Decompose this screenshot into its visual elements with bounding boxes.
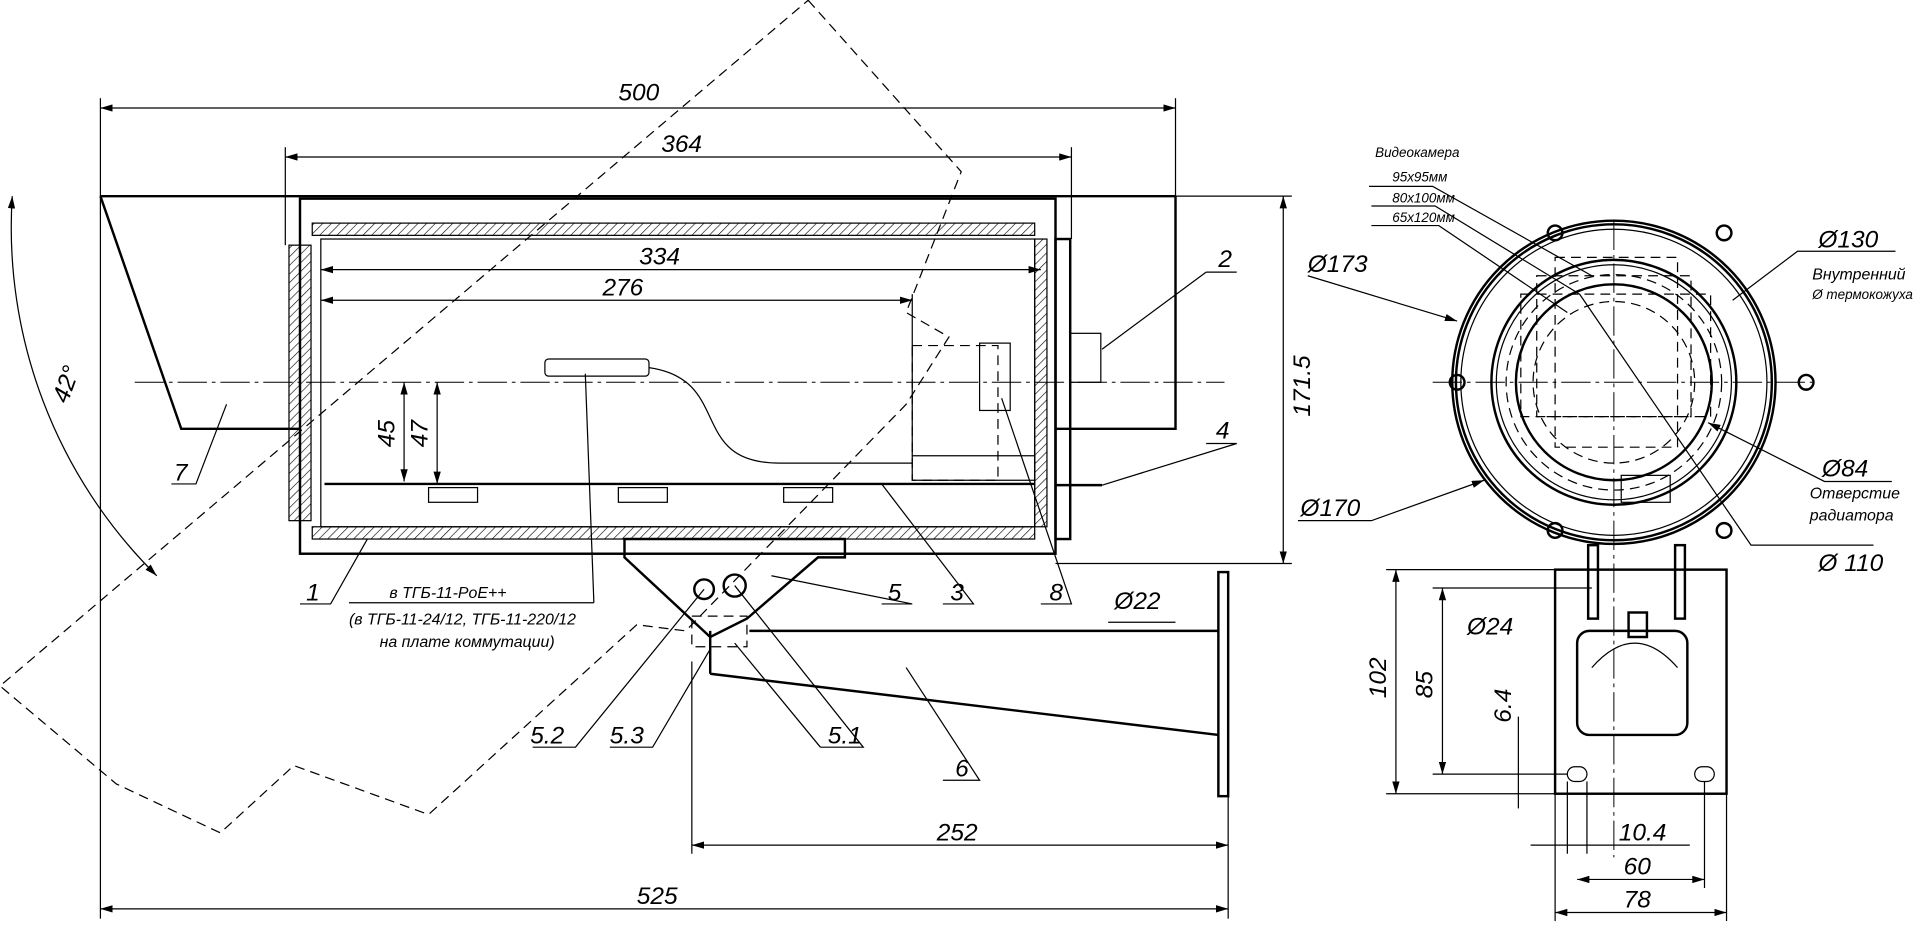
dim-78: 78 — [1624, 887, 1652, 914]
svg-text:5.3: 5.3 — [610, 723, 644, 750]
d130-note-2: Ø термокожуха — [1811, 287, 1913, 302]
svg-text:3: 3 — [950, 579, 964, 606]
svg-text:1: 1 — [306, 579, 320, 606]
dim-6-4: 6.4 — [1490, 689, 1517, 723]
dim-85: 85 — [1412, 671, 1439, 699]
note-line-1: в ТГБ-11-PoE++ — [389, 585, 506, 602]
side-view: 42° 500 364 334 276 171.5 45 47 252 525 … — [0, 0, 1316, 919]
note-line-3: на плате коммутации) — [380, 634, 555, 651]
dim-171-5: 171.5 — [1289, 355, 1316, 417]
dim-d22: Ø22 — [1113, 588, 1161, 615]
camera-size-95: 95x95мм — [1392, 169, 1447, 184]
svg-text:5: 5 — [888, 579, 902, 606]
dim-d84: Ø84 — [1821, 456, 1868, 483]
dim-d130: Ø130 — [1817, 227, 1878, 254]
svg-text:6: 6 — [955, 756, 969, 783]
dim-45: 45 — [373, 420, 400, 448]
dim-d110: Ø 110 — [1817, 550, 1883, 577]
d130-note-1: Внутренний — [1812, 266, 1905, 283]
dim-60: 60 — [1624, 854, 1652, 881]
dim-102: 102 — [1365, 657, 1392, 698]
mount-bracket — [623, 537, 847, 639]
dim-364: 364 — [661, 131, 702, 158]
dim-276: 276 — [601, 274, 643, 301]
dim-500: 500 — [618, 80, 659, 107]
dim-252: 252 — [936, 819, 978, 846]
angle-42: 42° — [48, 362, 86, 406]
callouts: 1 2 3 4 5 5.1 5.2 5.3 6 7 8 — [171, 246, 1237, 783]
svg-text:2: 2 — [1217, 246, 1232, 273]
dim-525: 525 — [637, 883, 678, 910]
front-view: Видеокамера 95x95мм 80x100мм 65x120мм Ø1… — [1297, 145, 1913, 922]
d84-note-2: радиатора — [1809, 508, 1894, 525]
dim-d24: Ø24 — [1466, 614, 1513, 641]
dim-d170: Ø170 — [1299, 495, 1360, 522]
camera-size-80: 80x100мм — [1392, 190, 1455, 205]
svg-text:8: 8 — [1049, 579, 1063, 606]
d84-note-1: Отверстие — [1810, 486, 1900, 503]
mount-arm — [708, 629, 1219, 737]
dim-47: 47 — [406, 419, 433, 448]
note-line-2: (в ТГБ-11-24/12, ТГБ-11-220/12 — [349, 612, 576, 629]
bolts — [1448, 224, 1815, 540]
dim-10-4: 10.4 — [1619, 819, 1667, 846]
camera-size-65: 65x120мм — [1392, 210, 1455, 225]
dim-334: 334 — [639, 244, 680, 271]
dim-d173: Ø173 — [1307, 251, 1368, 278]
svg-text:4: 4 — [1216, 418, 1230, 445]
camera-title: Видеокамера — [1375, 145, 1460, 160]
svg-text:7: 7 — [174, 459, 189, 486]
svg-text:5.1: 5.1 — [828, 723, 862, 750]
open-position-outline — [0, 0, 962, 834]
svg-text:5.2: 5.2 — [530, 723, 564, 750]
